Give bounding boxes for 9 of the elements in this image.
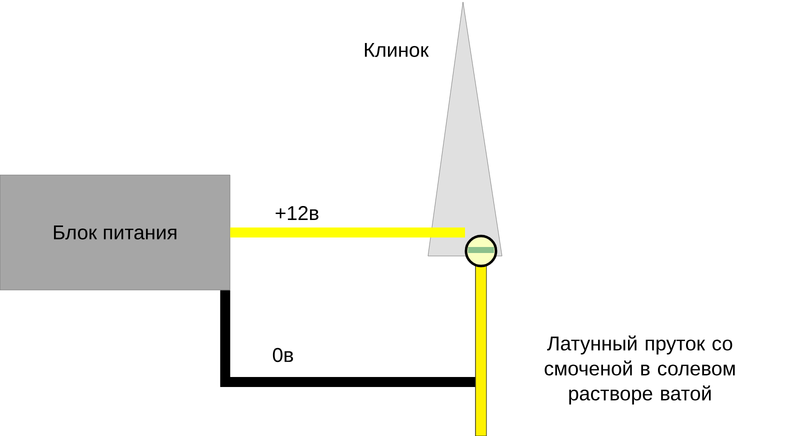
edge-label: +12в [274,205,320,221]
power-supply-box: Блок питания [0,174,230,290]
brass-rod [475,266,487,436]
blade-shape [428,2,502,256]
edge-label: 0в [271,346,295,364]
wire [230,228,465,238]
part-label: Клинок [364,43,429,57]
wire [220,290,476,387]
part-label: Латунный пруток со смоченой в солевом растворе ватой [544,336,735,404]
